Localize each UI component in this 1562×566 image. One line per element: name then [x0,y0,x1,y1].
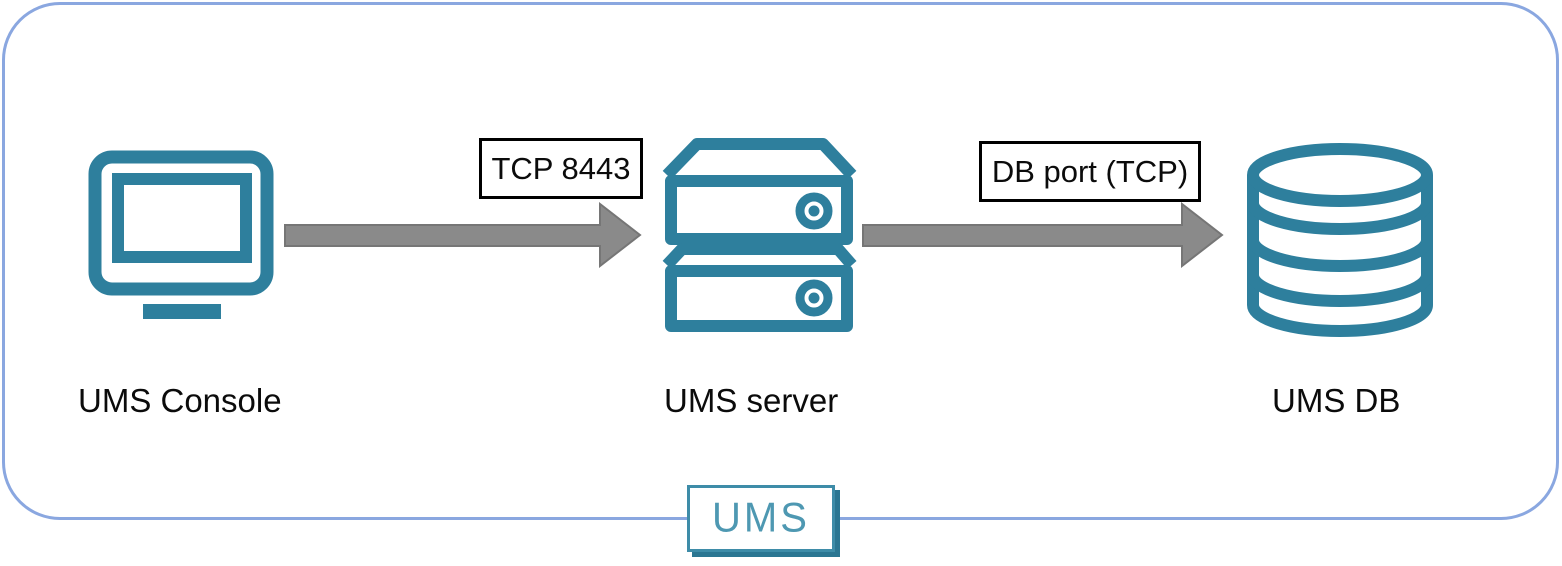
connection-label-tcp-8443: TCP 8443 [479,138,643,199]
node-label-ums-console: UMS Console [78,382,282,419]
server-icon [662,138,857,332]
monitor-screen [112,173,252,263]
database-icon [1247,143,1433,337]
server-top-roof [662,138,857,180]
arrow-shape [862,202,1224,268]
arrow-shape [284,202,642,268]
ums-logo-badge: UMS [687,485,835,552]
node-label-ums-db: UMS DB [1272,382,1401,419]
database-band [1247,239,1433,272]
connection-label-db-port: DB port (TCP) [979,141,1201,202]
ums-logo-text: UMS [712,495,810,541]
database-band [1247,274,1433,307]
arrow-right-icon [862,202,1224,268]
arrow-right-icon [284,202,642,268]
monitor-icon [88,150,274,319]
monitor-stand [143,304,221,319]
node-label-ums-server: UMS server [664,382,839,419]
database-top [1247,143,1433,207]
server-bottom-roof [662,243,857,270]
database-band [1247,202,1433,235]
